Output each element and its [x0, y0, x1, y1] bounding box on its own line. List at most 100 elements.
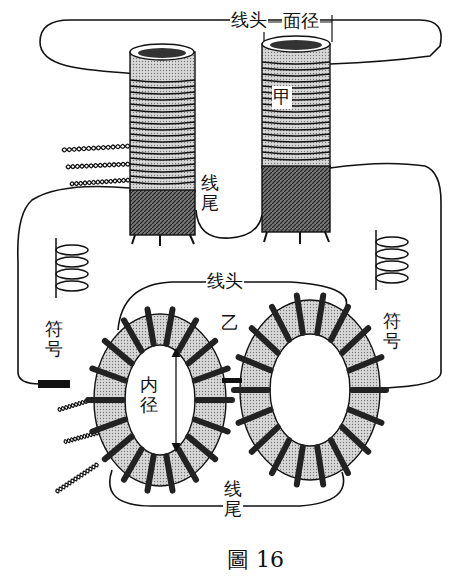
inductor-loop: [376, 273, 408, 283]
toroid-turn: [239, 410, 271, 423]
inductor-loop: [56, 269, 88, 279]
winding-turn: [262, 134, 330, 136]
tube-bore: [270, 40, 322, 50]
toroid-turn: [252, 427, 278, 451]
toroid-turn: [124, 449, 142, 479]
toroid-turn: [342, 328, 368, 352]
wires: [18, 20, 441, 506]
winding-turn: [130, 170, 195, 172]
dimension-tick: [331, 15, 332, 42]
toroid-turn: [272, 307, 289, 340]
winding-turn: [130, 164, 195, 166]
toroid-turn: [188, 341, 215, 363]
inductor-loop: [56, 245, 88, 255]
terminal-dash: [222, 378, 242, 383]
solenoid-left: [130, 44, 195, 246]
toroid-turn: [166, 456, 172, 490]
winding-turn: [130, 158, 195, 160]
toroid-turn: [105, 437, 132, 459]
twisted-lead: [70, 178, 130, 186]
winding-turn: [130, 92, 195, 94]
inductor-symbols: [56, 230, 408, 298]
solenoid-right: [262, 36, 330, 244]
winding-turn: [262, 158, 330, 160]
lead-head-label: 线头: [230, 9, 268, 32]
toroid-turn: [317, 295, 323, 332]
twisted-lead: [62, 144, 130, 152]
inductor-loop: [376, 237, 408, 247]
figure-caption: 圖 16: [227, 545, 284, 575]
toroid-turn: [331, 307, 348, 340]
tube-rim: [130, 44, 194, 60]
toroid-turn: [349, 410, 381, 423]
group-mark: 甲: [272, 86, 292, 109]
toroid-turn: [105, 341, 132, 363]
toroid-left: [88, 309, 232, 490]
toroid-turn: [92, 419, 125, 431]
coil-tube: [262, 44, 330, 168]
winding-turn: [130, 152, 195, 154]
toroid-turn: [197, 397, 232, 403]
toroid-turn: [349, 357, 381, 370]
toroid-turn: [92, 369, 125, 381]
toroid-turn: [352, 387, 386, 393]
winding-turn: [130, 146, 195, 148]
winding-turn: [130, 182, 195, 184]
twisted-lead: [66, 162, 130, 169]
tube-bore: [138, 48, 186, 58]
winding-turn: [262, 128, 330, 130]
winding-turn: [262, 140, 330, 142]
toroid-turn: [342, 427, 368, 451]
windings: [262, 62, 330, 160]
toroid-hole: [125, 345, 195, 455]
toroid-turn: [88, 397, 123, 403]
toroid-right: [234, 295, 386, 484]
toroid-turn: [188, 437, 215, 459]
base-legs: [132, 235, 194, 246]
inductor-loop: [56, 281, 88, 291]
toroid-turn: [124, 320, 142, 350]
winding-turn: [262, 68, 330, 70]
toroid-turn: [195, 419, 228, 431]
toroid-turn: [166, 309, 172, 343]
inductor-loop: [56, 257, 88, 267]
winding-turn: [262, 80, 330, 82]
toroid-turn: [272, 440, 289, 473]
winding-turn: [130, 98, 195, 100]
twisted-lead: [56, 463, 98, 493]
tube-rim: [262, 36, 330, 52]
winding-turn: [130, 104, 195, 106]
coil-base: [262, 166, 330, 232]
inductor-loop: [376, 261, 408, 271]
winding-turn: [130, 116, 195, 118]
winding-turn: [130, 80, 195, 82]
winding-turn: [130, 134, 195, 136]
coil-base: [130, 190, 195, 235]
winding-turn: [262, 116, 330, 118]
winding-turn: [262, 122, 330, 124]
twisted-lead: [62, 144, 130, 151]
toroid-windings: [88, 309, 232, 490]
tail-wire: [196, 210, 262, 238]
lead-head-label: 线头: [206, 270, 244, 293]
toroid-turn: [297, 295, 303, 332]
inductor-loop: [376, 249, 408, 259]
lead-tail-label: 线尾: [200, 172, 220, 214]
dimension-label: 内径: [139, 374, 159, 416]
winding-turn: [262, 74, 330, 76]
winding-turn: [130, 128, 195, 130]
toroid-turn: [317, 447, 323, 484]
toroid-turn: [147, 309, 153, 343]
winding-turn: [262, 110, 330, 112]
winding-turn: [130, 110, 195, 112]
toroid-hole: [270, 334, 350, 446]
toroid-turn: [179, 320, 197, 350]
inductor-lead: [375, 230, 377, 290]
toroid-turn: [239, 357, 271, 370]
winding-turn: [262, 152, 330, 154]
twisted-lead: [70, 178, 130, 185]
winding-turn: [262, 62, 330, 64]
toroid-turn: [331, 440, 348, 473]
winding-turn: [262, 146, 330, 148]
winding-turn: [130, 140, 195, 142]
